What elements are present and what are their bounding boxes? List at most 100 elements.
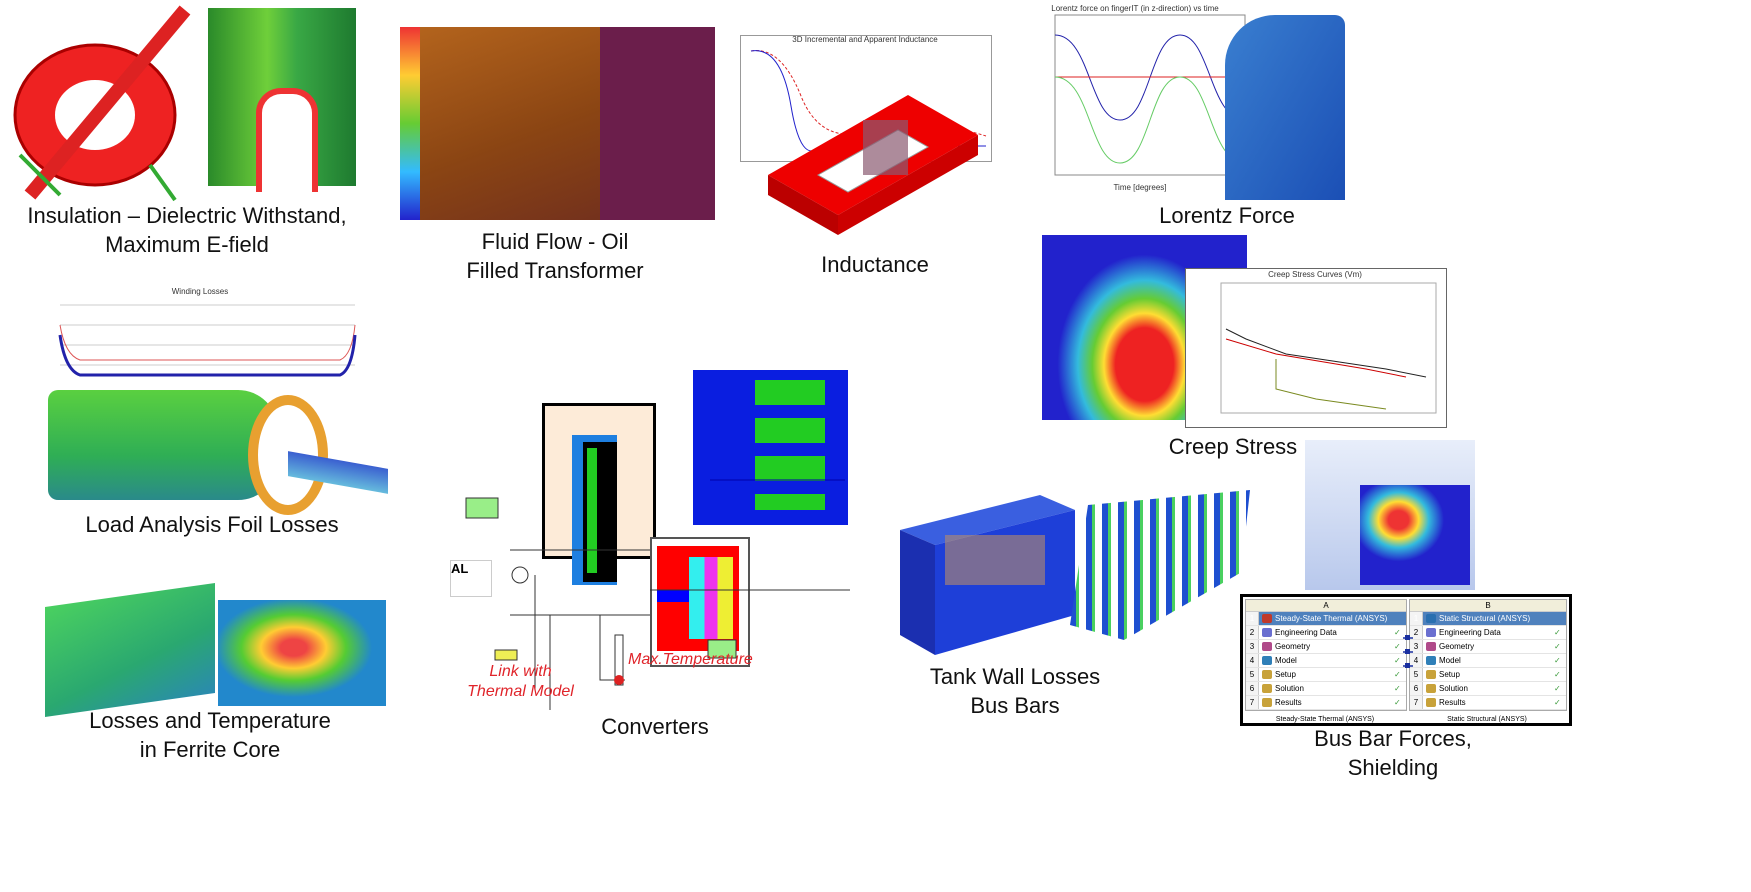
row-number: 5 [1410,668,1423,681]
system-cell-row[interactable]: 7 Results ✓ [1246,696,1406,710]
row-number: 7 [1410,696,1423,709]
system-cell-row[interactable]: 5 Setup ✓ [1410,668,1566,682]
cell-type-icon [1262,698,1272,707]
check-icon: ✓ [1554,684,1561,693]
cell-type-icon [1426,628,1436,637]
ferrite-core-image [45,583,215,717]
caption-line: in Ferrite Core [139,737,281,762]
caption-insulation: Insulation – Dielectric Withstand, Maxim… [27,201,346,259]
cell-label: Solution [1439,684,1468,693]
caption-line: Bus Bar Forces, [1314,726,1472,751]
system-cell-row[interactable]: 7 Results ✓ [1410,696,1566,710]
system-cell-row[interactable]: 6 Solution ✓ [1410,682,1566,696]
cell-label: Model [1439,656,1461,665]
caption-bus-bar-forces: Bus Bar Forces, Shielding [1314,724,1472,782]
system-cell-row[interactable]: 1 Steady-State Thermal (ANSYS) [1246,612,1406,626]
row-number: 3 [1246,640,1259,653]
check-icon: ✓ [1394,628,1401,637]
row-number: 6 [1246,682,1259,695]
system-cell-row[interactable]: 3 Geometry ✓ [1246,640,1406,654]
check-icon: ✓ [1554,628,1561,637]
inductance-chart-title: 3D Incremental and Apparent Inductance [792,35,938,44]
cell-label: Model [1275,656,1297,665]
row-number: 4 [1410,654,1423,667]
system-footer-label: Steady-State Thermal (ANSYS) [1275,716,1375,723]
check-icon: ✓ [1554,698,1561,707]
max-temperature-annotation: Max.Temperature [628,651,753,668]
check-icon: ✓ [1554,642,1561,651]
check-icon: ✓ [1394,698,1401,707]
caption-line: Filled Transformer [466,258,644,283]
check-icon: ✓ [1394,656,1401,665]
bus-bars-image [1070,490,1250,640]
system-column-header: A [1246,600,1406,612]
row-number: 6 [1410,682,1423,695]
link-annotation-line2: Thermal Model [467,683,574,700]
row-number: 3 [1410,640,1423,653]
busbar-force-image [1305,440,1475,590]
al-label: AL [450,560,492,597]
cell-type-icon [1262,642,1272,651]
cell-type-icon [1426,684,1436,693]
caption-line: Bus Bars [970,693,1060,718]
row-number: 7 [1246,696,1259,709]
cell-type-icon [1426,656,1436,665]
inductance-core-image [768,95,988,235]
caption-inductance: Inductance [821,252,929,277]
check-icon: ✓ [1554,670,1561,679]
caption-line: Losses and Temperature [89,708,331,733]
lorentz-force-chart [1010,5,1250,190]
row-number: 4 [1246,654,1259,667]
caption-converters: Converters [601,714,709,739]
caption-line: Tank Wall Losses [929,664,1101,689]
tank-wall-image [900,495,1080,655]
cell-type-icon [1426,614,1436,623]
cell-type-icon [1426,698,1436,707]
check-icon [1394,612,1406,625]
cell-label: Geometry [1275,642,1311,651]
cell-label: Engineering Data [1275,628,1337,637]
winding-losses-title: Winding Losses [171,287,229,296]
row-number: 1 [1410,612,1423,625]
lorentz-chart-title: Lorentz force on fingerIT (in z-directio… [1051,4,1219,13]
system-footer-label: Static Structural (ANSYS) [1447,716,1527,723]
system-cell-row[interactable]: 4 Model ✓ [1410,654,1566,668]
cell-type-icon [1262,656,1272,665]
cell-label: Setup [1275,670,1296,679]
caption-line: Shielding [1347,755,1439,780]
cell-label: Results [1439,698,1466,707]
caption-ferrite-core: Losses and Temperature in Ferrite Core [89,706,331,764]
caption-line: Fluid Flow - Oil [481,229,629,254]
insulation-3d-image [0,5,200,205]
cell-label: Solution [1275,684,1304,693]
caption-tank-wall: Tank Wall Losses Bus Bars [930,662,1100,720]
system-cell-row[interactable]: 4 Model ✓ [1246,654,1406,668]
cell-label: Steady-State Thermal (ANSYS) [1275,614,1388,623]
cell-label: Results [1275,698,1302,707]
creep-stress-chart [1185,268,1447,428]
cell-label: Setup [1439,670,1460,679]
lorentz-chart-xlabel: Time [degrees] [1113,183,1167,192]
creep-chart-title: Creep Stress Curves (Vm) [1268,270,1362,279]
row-number: 2 [1410,626,1423,639]
caption-foil-losses: Load Analysis Foil Losses [85,512,339,537]
row-number: 1 [1246,612,1259,625]
caption-fluid-flow: Fluid Flow - Oil Filled Transformer [466,227,643,285]
check-icon: ✓ [1394,642,1401,651]
link-annotation-line1: Link with [489,663,552,680]
check-icon [1554,612,1566,625]
cell-type-icon [1262,670,1272,679]
cell-type-icon [1262,614,1272,623]
caption-line: Insulation – Dielectric Withstand, [27,203,347,228]
check-icon: ✓ [1554,656,1561,665]
foil-losses-image [48,390,388,515]
